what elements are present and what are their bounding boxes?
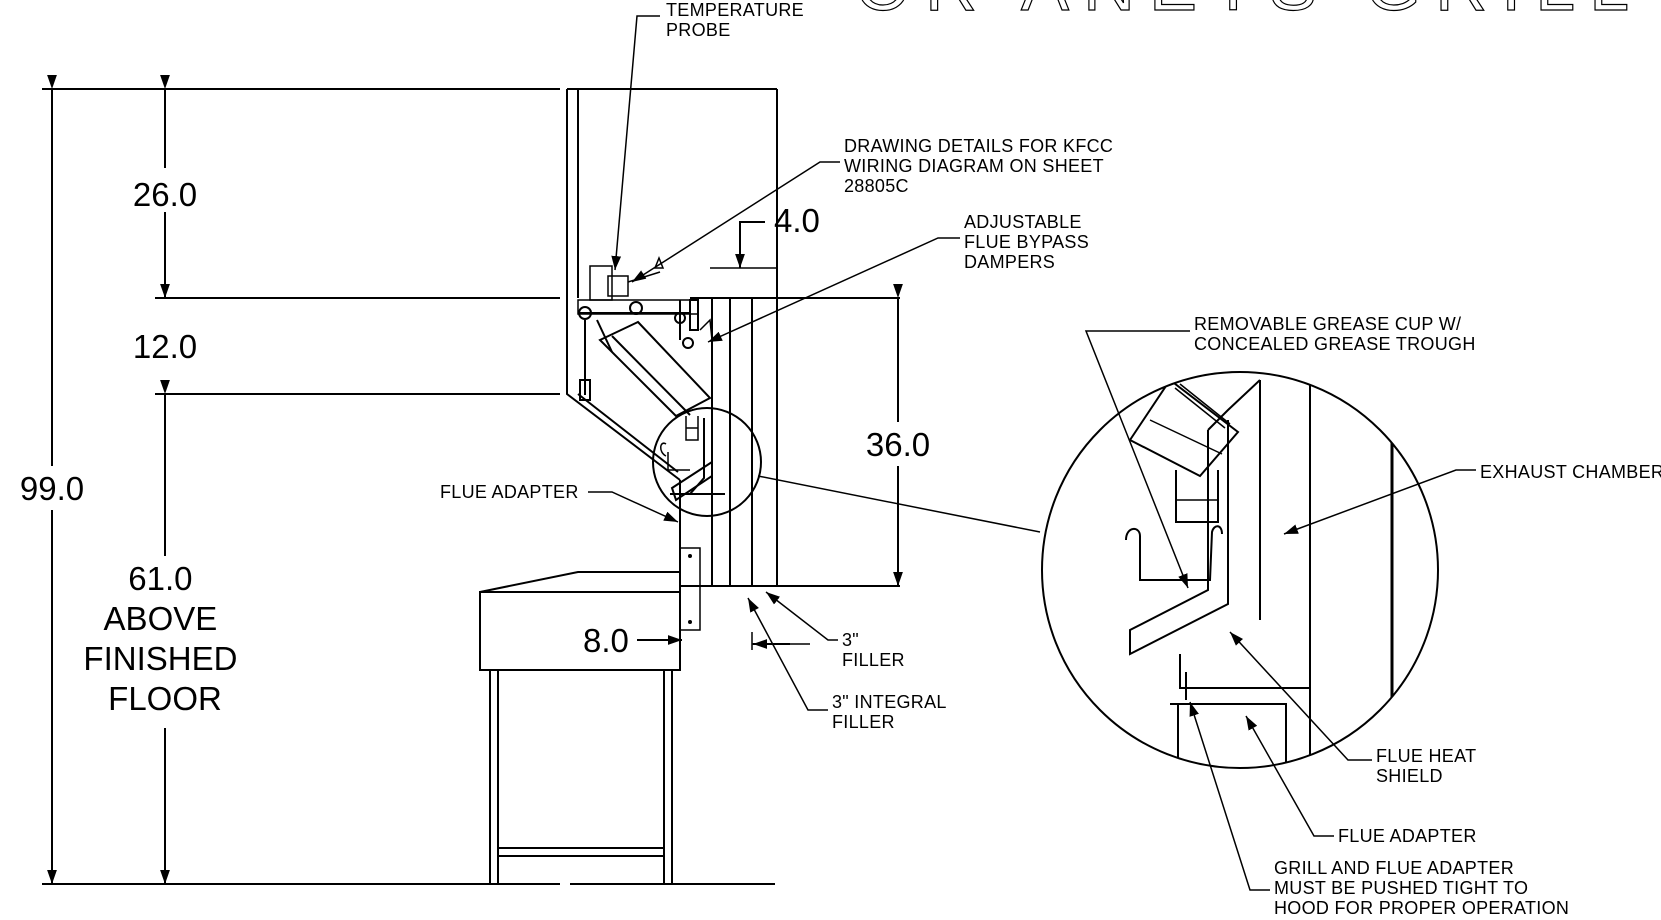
detail-callouts [1084, 330, 1476, 891]
dim-36: 36.0 [866, 426, 930, 463]
dim-61-above-floor: 61.0 ABOVE FINISHED FLOOR [83, 560, 246, 717]
label-3-integral-filler: 3" INTEGRAL FILLER [832, 692, 951, 732]
hood-body [566, 88, 900, 587]
label-grease-cup: REMOVABLE GREASE CUP W/ CONCEALED GREASE… [1194, 314, 1476, 354]
dim-8: 8.0 [583, 622, 629, 659]
label-exhaust-chamber: EXHAUST CHAMBER [1480, 462, 1661, 482]
label-flue-adapter-detail: FLUE ADAPTER [1338, 826, 1477, 846]
label-temperature-probe: TEMPERATURE PROBE [666, 0, 809, 40]
detail-leader-line [757, 475, 1041, 533]
grill [479, 547, 701, 884]
drawing-title: OR ANETS GRILL [855, 0, 1643, 26]
label-3-filler: 3" FILLER [842, 630, 905, 670]
detail-view-contents [1125, 372, 1394, 768]
label-flue-adapter: FLUE ADAPTER [440, 482, 579, 502]
label-drawing-details: DRAWING DETAILS FOR KFCC WIRING DIAGRAM … [844, 136, 1119, 196]
label-flue-heat-shield: FLUE HEAT SHIELD [1376, 746, 1481, 786]
dim-26: 26.0 [133, 176, 197, 213]
dim-99: 99.0 [20, 470, 84, 507]
main-callouts [588, 15, 960, 711]
detail-marker-circle [652, 407, 762, 517]
dim-12: 12.0 [133, 328, 197, 365]
label-push-tight-note: GRILL AND FLUE ADAPTER MUST BE PUSHED TI… [1274, 858, 1569, 918]
dim-4: 4.0 [774, 202, 820, 239]
label-bypass-dampers: ADJUSTABLE FLUE BYPASS DAMPERS [964, 212, 1094, 272]
detail-view-circle [1041, 371, 1439, 769]
